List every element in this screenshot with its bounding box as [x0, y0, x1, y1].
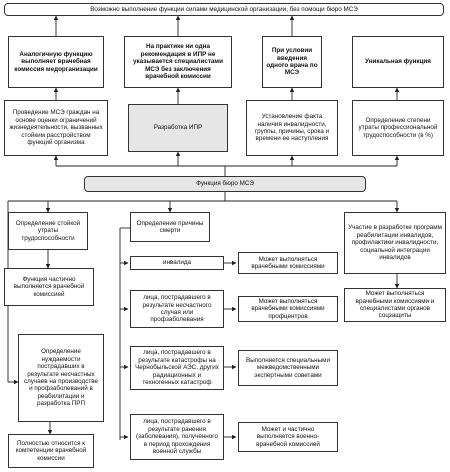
- ipr-practice-text: На практике ни одна рекомендация в ИПР н…: [133, 43, 223, 81]
- partial-function-box: Функция частично выполняется врачебной к…: [4, 268, 94, 306]
- special-councils-box: Выполняется специальными межведомственны…: [238, 350, 338, 386]
- special-councils-text: Выполняется специальными межведомственны…: [246, 356, 330, 379]
- unique-function-box: Уникальная функция: [352, 36, 444, 88]
- may-vk-prof-text: Может выполняться врачебными комиссиями …: [251, 297, 325, 320]
- ipr-practice-box: На практике ни одна рекомендация в ИПР н…: [124, 36, 232, 88]
- military-vk-text: Может и частично выполняется военно-врач…: [256, 425, 320, 448]
- fully-vk-box: Полностью относится к компетенции врачеб…: [8, 434, 94, 468]
- analog-function-box: Аналогичную функцию выполняет врачебная …: [8, 36, 104, 88]
- analog-function-text: Аналогичную функцию выполняет врачебная …: [14, 50, 98, 73]
- participation-text: Участие в разработке программ реабилитац…: [348, 224, 442, 262]
- def-cause-death-box: Определение причины смерти: [130, 212, 210, 242]
- may-vk-social-box: Может выполняться врачебными комиссиями …: [344, 288, 446, 322]
- determine-degree-box: Определение степени утраты профессиональ…: [352, 100, 444, 156]
- persons-chernobyl-text: лица, пострадавшего в результате катастр…: [135, 349, 219, 387]
- def-persistent-box: Определение стойкой утраты трудоспособно…: [8, 212, 88, 250]
- def-cause-death-text: Определение причины смерти: [136, 219, 204, 234]
- establish-fact-box: Установление факта наличия инвалидности,…: [246, 100, 338, 156]
- conduct-mse-text: Проведение МСЭ граждан на основе оценки …: [9, 109, 103, 147]
- def-persistent-text: Определение стойкой утраты трудоспособно…: [15, 219, 81, 242]
- develop-ipr-box: Разработка ИПР: [128, 104, 228, 152]
- def-needs-box: Определение нуждаемости пострадавших в р…: [18, 334, 104, 422]
- participation-box: Участие в разработке программ реабилитац…: [344, 212, 446, 274]
- single-doctor-box: При условии введения одного врача по МСЭ: [262, 36, 322, 88]
- may-vk-social-text: Может выполняться врачебными комиссиями …: [355, 290, 435, 320]
- may-vk-1-box: Может выполняться врачебными комиссиями: [238, 252, 338, 274]
- may-vk-prof-box: Может выполняться врачебными комиссиями …: [238, 296, 338, 322]
- military-vk-box: Может и частично выполняется военно-врач…: [238, 422, 338, 452]
- determine-degree-text: Определение степени утраты профессиональ…: [358, 116, 438, 139]
- develop-ipr-text: Разработка ИПР: [153, 124, 203, 132]
- top-banner: Возможно выполнение функции силами медиц…: [4, 3, 444, 16]
- establish-fact-text: Установление факта наличия инвалидности,…: [254, 113, 330, 143]
- single-doctor-text: При условии введения одного врача по МСЭ: [266, 47, 318, 77]
- conduct-mse-box: Проведение МСЭ граждан на основе оценки …: [4, 100, 108, 156]
- persons-accident-text: лица, пострадавшего в результате несчаст…: [142, 294, 212, 324]
- partial-function-text: Функция частично выполняется врачебной к…: [13, 275, 85, 298]
- top-banner-text: Возможно выполнение функции силами медиц…: [90, 5, 358, 13]
- fully-vk-text: Полностью относится к компетенции врачеб…: [15, 439, 87, 462]
- bureau-function-text: Функция бюро МСЭ: [196, 180, 254, 188]
- def-needs-text: Определение нуждаемости пострадавших в р…: [23, 348, 99, 408]
- persons-wounded-box: лица, пострадавшего в результате ранения…: [130, 414, 224, 460]
- persons-chernobyl-box: лица, пострадавшего в результате катастр…: [130, 346, 224, 390]
- persons-accident-box: лица, пострадавшего в результате несчаст…: [130, 290, 224, 328]
- bureau-function-box: Функция бюро МСЭ: [84, 176, 366, 192]
- invalid-box: инвалида: [130, 256, 224, 270]
- unique-function-text: Уникальная функция: [365, 58, 431, 66]
- may-vk-1-text: Может выполняться врачебными комиссиями: [251, 255, 325, 270]
- persons-wounded-text: лица, пострадавшего в результате ранения…: [136, 418, 218, 456]
- invalid-text: инвалида: [162, 259, 192, 267]
